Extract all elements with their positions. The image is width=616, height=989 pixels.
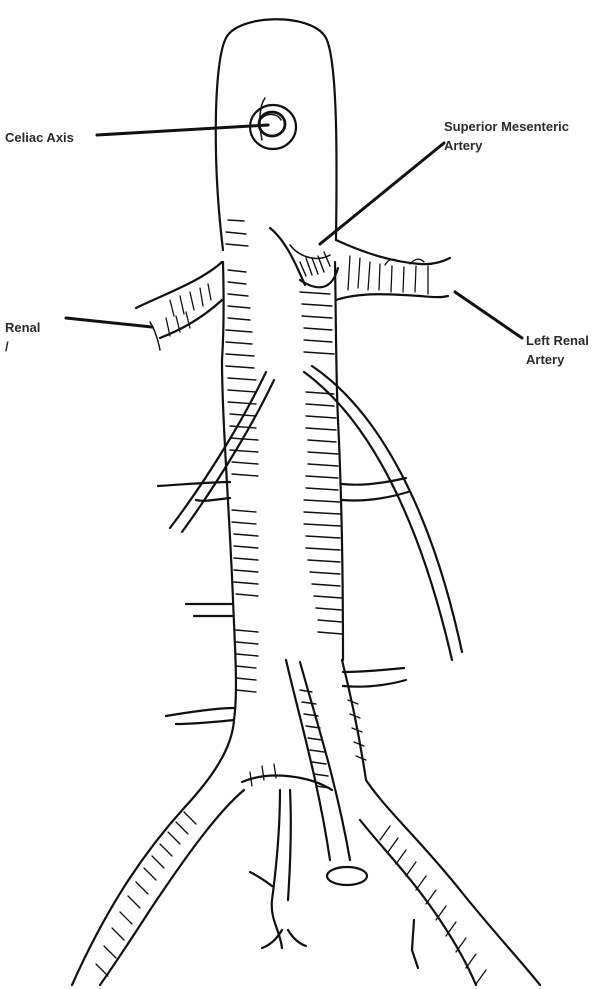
median-sacral-artery — [250, 790, 306, 948]
inferior-mesenteric-artery — [286, 660, 367, 885]
left-renal-line1: Left Renal — [526, 331, 589, 350]
left-renal-label: Left Renal Artery — [526, 331, 589, 369]
left-renal-line2: Artery — [526, 350, 589, 369]
right-renal-branch — [136, 262, 222, 350]
sma-line2: Artery — [444, 136, 569, 155]
right-renal-leader-line — [66, 318, 152, 327]
celiac-leader-line — [97, 125, 268, 135]
left-renal-branch — [336, 240, 450, 300]
leader-lines — [66, 125, 522, 338]
celiac-axis-text: Celiac Axis — [5, 128, 74, 147]
sma-line1: Superior Mesenteric — [444, 117, 569, 136]
aorta-trunk — [216, 19, 343, 720]
right-renal-line2: / — [5, 337, 40, 356]
celiac-axis-label: Celiac Axis — [5, 128, 74, 147]
left-renal-leader-line — [455, 292, 522, 338]
right-renal-label: Renal / — [5, 318, 40, 356]
superior-mesenteric-label: Superior Mesenteric Artery — [444, 117, 569, 155]
sma-leader-line — [320, 143, 444, 244]
right-renal-line1: Renal — [5, 318, 40, 337]
